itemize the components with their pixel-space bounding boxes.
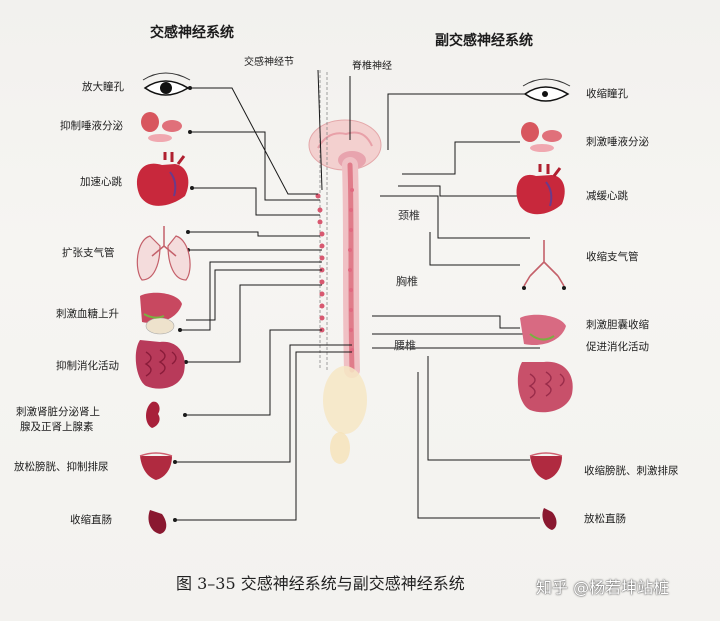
para-label-saliva: 刺激唾液分泌: [586, 136, 649, 148]
eye-icon-right: [522, 78, 571, 102]
heart-icon-right: [516, 164, 565, 215]
symp-label-digestion: 抑制消化活动: [56, 360, 119, 372]
salivary-gland-icon-right: [521, 122, 562, 152]
heart-icon-left: [136, 152, 189, 206]
para-label-bronchi: 收缩支气管: [586, 251, 639, 263]
para-label-heart: 减缓心跳: [586, 190, 628, 202]
symp-label-bronchi: 扩张支气管: [62, 247, 115, 259]
rectum-icon-left: [148, 510, 167, 534]
rectum-icon-right: [542, 508, 557, 530]
symp-label-bladder: 放松膀胱、抑制排尿: [14, 461, 109, 473]
symp-label-saliva: 抑制唾液分泌: [60, 120, 123, 132]
lungs-icon-left: [136, 226, 191, 281]
bladder-icon-right: [529, 452, 563, 480]
intestine-icon-right: [517, 361, 573, 413]
para-label-pupil: 收缩瞳孔: [586, 88, 628, 100]
sympathetic-title: 交感神经系统: [150, 25, 234, 41]
segment-thoracic: 胸椎: [396, 275, 418, 288]
segment-lumbar: 腰椎: [394, 339, 416, 352]
para-label-bladder: 收缩膀胱、刺激排尿: [584, 465, 679, 477]
parasympathetic-title: 副交感神经系统: [435, 33, 533, 49]
eye-icon-left: [142, 72, 191, 96]
symp-label-rectum: 收缩直肠: [70, 514, 112, 526]
sympathetic-ganglion-chain: [315, 70, 328, 370]
symp-label-pupil: 放大瞳孔: [82, 81, 124, 93]
symp-label-heart: 加速心跳: [80, 176, 122, 188]
figure-caption: 图 3–35 交感神经系统与副交感神经系统: [176, 574, 465, 593]
parasympathetic-nerve-lines: [372, 93, 540, 519]
symp-label-blood-sugar: 刺激血糖上升: [56, 308, 119, 320]
para-label-digestion: 促进消化活动: [586, 341, 649, 353]
kidney-icon-left: [146, 401, 160, 428]
watermark: 知乎 @杨若坤站桩: [536, 578, 670, 597]
bladder-icon-left: [139, 452, 173, 480]
bronchi-icon-right: [522, 240, 566, 290]
sympathetic-nerve-lines: [175, 69, 352, 521]
para-label-gallbladder: 刺激胆囊收缩: [586, 319, 649, 331]
intestine-icon-left: [135, 340, 185, 389]
ganglion-label: 交感神经节: [244, 57, 294, 68]
segment-cervical: 颈椎: [398, 209, 420, 222]
para-label-rectum: 放松直肠: [584, 513, 626, 525]
liver-icon-left: [140, 292, 182, 335]
liver-icon-right: [520, 314, 566, 346]
spinal-nerve-label: 脊椎神经: [352, 61, 392, 72]
symp-label-adrenal-2: 腺及正肾上腺素: [20, 421, 94, 433]
symp-label-adrenal-1: 刺激肾脏分泌肾上: [16, 406, 100, 418]
salivary-gland-icon-left: [141, 112, 182, 142]
